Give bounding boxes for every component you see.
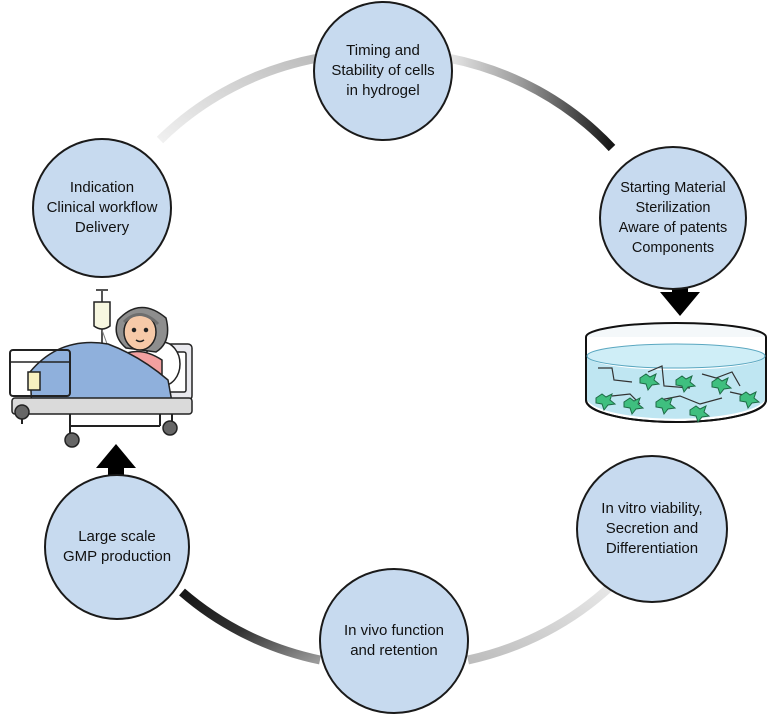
- node-timing-line-3: in hydrogel: [346, 82, 420, 99]
- node-vitro-line-1: In vitro viability,: [601, 500, 703, 517]
- node-gmp-line-2: GMP production: [62, 548, 172, 565]
- node-starting-line-1: Starting Material: [620, 180, 726, 196]
- node-vitro-line-3: Differentiation: [605, 540, 699, 557]
- node-indication-line-2: Clinical workflow: [46, 199, 158, 216]
- cycle-ring-segment-top-left: [156, 53, 319, 144]
- node-in-vivo: In vivo function and retention: [319, 568, 469, 714]
- node-indication-line-1: Indication: [69, 179, 135, 196]
- node-timing-stability: Timing and Stability of cells in hydroge…: [313, 1, 453, 141]
- node-starting-line-4: Components: [631, 240, 715, 256]
- node-vitro-line-2: Secretion and: [605, 520, 699, 537]
- node-indication: Indication Clinical workflow Delivery: [32, 138, 172, 278]
- node-gmp-production: Large scale GMP production: [44, 474, 190, 620]
- culture-dish-icon: [585, 322, 767, 424]
- node-vivo-line-1: In vivo function: [343, 622, 445, 639]
- node-in-vitro: In vitro viability, Secretion and Differ…: [576, 455, 728, 603]
- node-timing-line-2: Stability of cells: [331, 62, 435, 79]
- cycle-ring-segment-bottom-left: [179, 588, 321, 665]
- node-indication-line-3: Delivery: [74, 219, 130, 236]
- node-gmp-line-1: Large scale: [78, 528, 156, 545]
- node-starting-material: Starting Material Sterilization Aware of…: [599, 146, 747, 290]
- cycle-ring-segment-bottom-right: [467, 581, 616, 665]
- cycle-ring-segment-top: [447, 53, 616, 152]
- node-timing-line-1: Timing and: [346, 42, 420, 59]
- node-vivo-line-2: and retention: [350, 642, 438, 659]
- patient-bed-icon: [9, 289, 193, 448]
- node-starting-line-2: Sterilization: [635, 200, 711, 216]
- node-starting-line-3: Aware of patents: [618, 220, 728, 236]
